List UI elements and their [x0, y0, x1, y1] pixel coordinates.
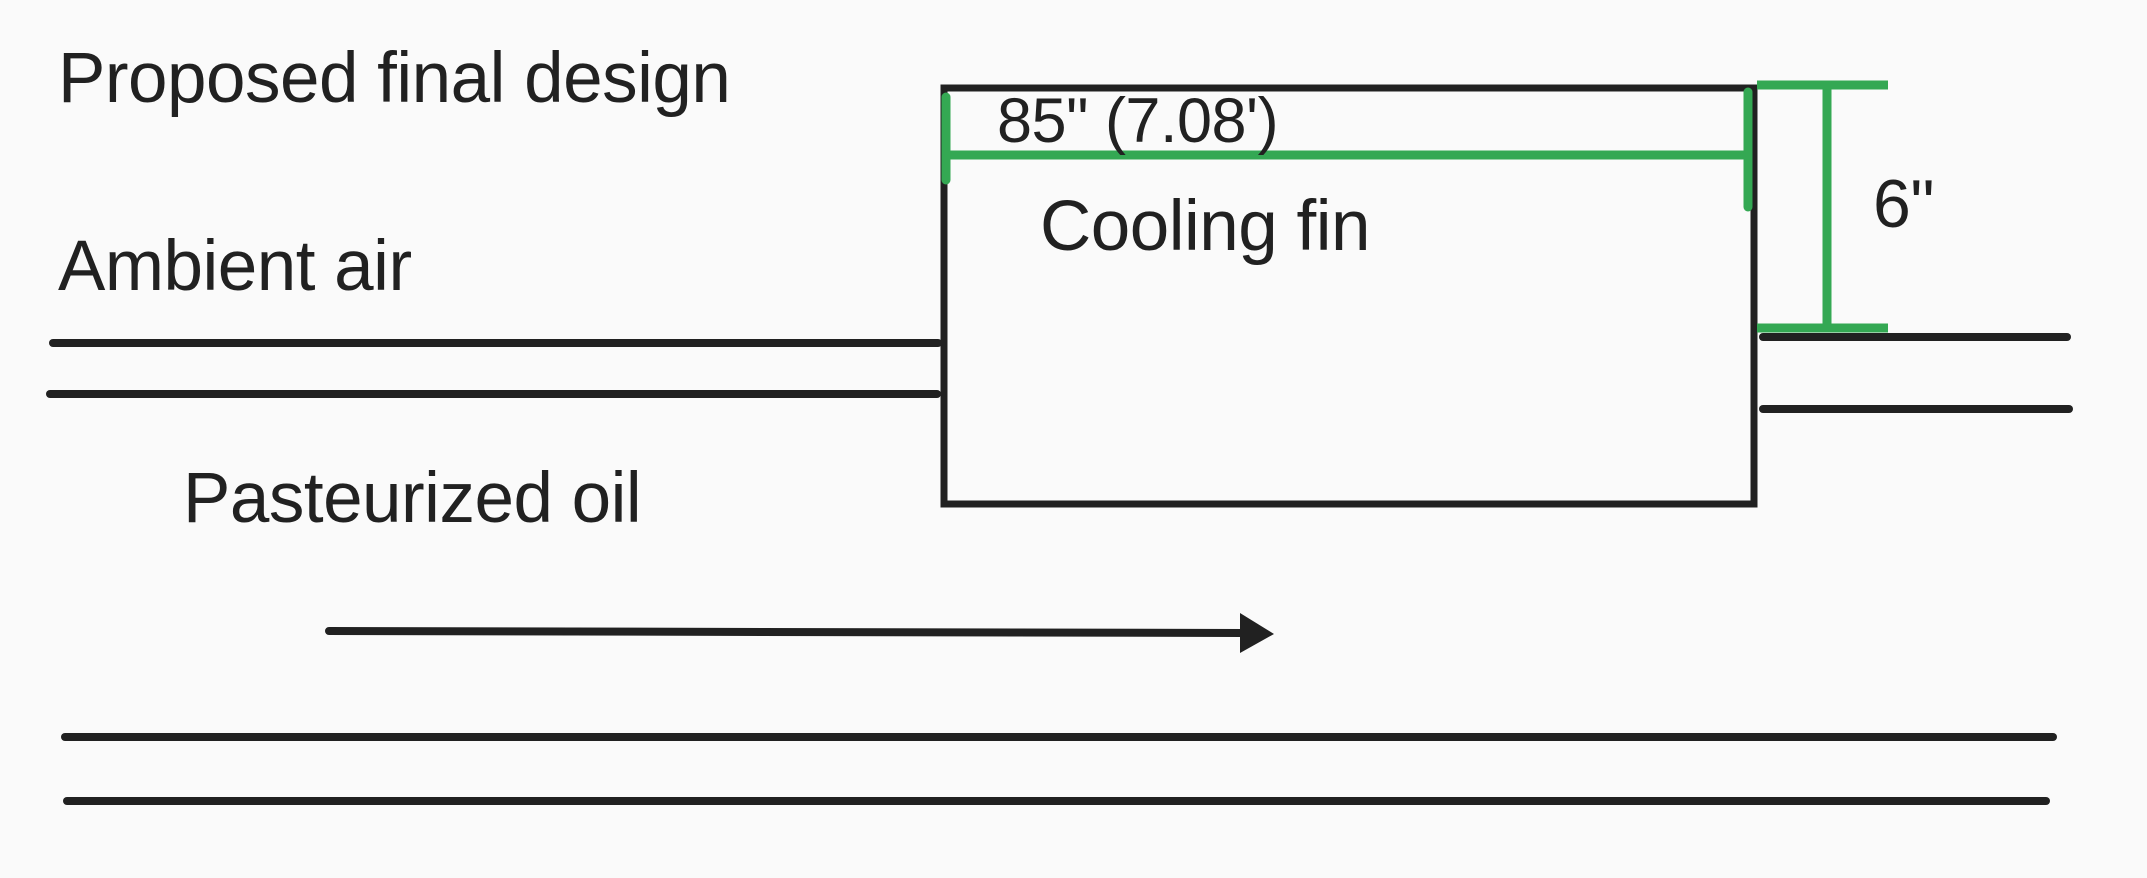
fin-length-dimension-label: 85" (7.08'): [997, 86, 1278, 156]
ambient-air-label: Ambient air: [58, 227, 412, 306]
pasteurized-oil-label: Pasteurized oil: [183, 459, 641, 538]
fin-height-dimension-label: 6": [1873, 166, 1934, 242]
diagram-title: Proposed final design: [58, 39, 730, 118]
flow-arrow-head-icon: [1240, 613, 1274, 653]
cooling-fin-label: Cooling fin: [1040, 187, 1370, 266]
flow-arrow-shaft: [325, 627, 1247, 637]
cooling-fin-outline: [940, 84, 1758, 508]
